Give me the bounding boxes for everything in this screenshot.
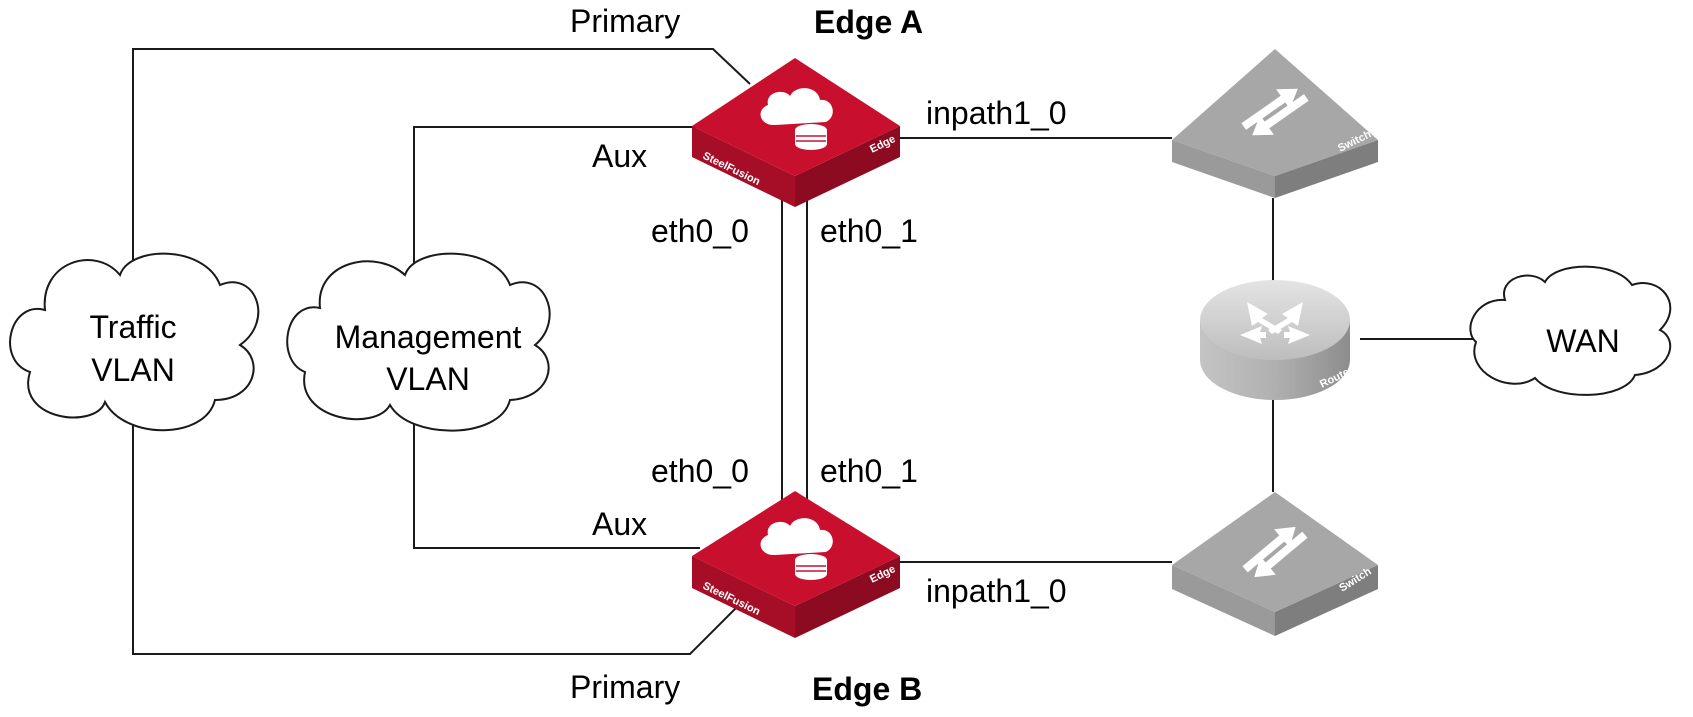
cloud-shape — [1469, 265, 1672, 396]
switch-bottom-left-face — [1172, 565, 1275, 636]
edge-b-eth0-0-label: eth0_0 — [651, 453, 749, 489]
cloud-management-vlan: Management VLAN — [286, 252, 551, 432]
cloud-traffic-vlan: Traffic VLAN — [9, 252, 260, 432]
link-edge-a-primary — [132, 48, 751, 270]
switch-bottom-right-face — [1275, 565, 1378, 636]
switch-top-right-face — [1275, 140, 1378, 198]
connection-lines — [132, 48, 1476, 655]
router-top — [1200, 280, 1350, 360]
switch-top-top-face — [1172, 49, 1378, 176]
switch-arrows-icon — [1241, 88, 1309, 136]
edge-a-aux-label: Aux — [592, 138, 647, 174]
link-labels: Primary Aux inpath1_0 eth0_0 eth0_1 eth0… — [570, 3, 1067, 705]
switch-bottom-top-face — [1172, 492, 1378, 612]
switch-arrows-icon — [1242, 526, 1308, 578]
cloud-traffic-line1: Traffic — [89, 309, 176, 345]
edge-a-inpath-label: inpath1_0 — [926, 95, 1067, 131]
cloud-wan: WAN — [1469, 265, 1672, 396]
cloud-shape — [286, 252, 551, 432]
link-edge-b-primary — [132, 420, 741, 655]
edge-b-inpath-label: inpath1_0 — [926, 573, 1067, 609]
edge-b-eth0-1-label: eth0_1 — [820, 453, 918, 489]
cloud-wan-label: WAN — [1546, 323, 1619, 359]
cloud-management-line2: VLAN — [386, 361, 470, 397]
edge-a-eth0-1-label: eth0_1 — [820, 213, 918, 249]
edge-b-primary-label: Primary — [570, 669, 680, 705]
steelfusion-edge-a[interactable]: SteelFusion Edge — [692, 58, 900, 207]
switch-top-left-face — [1172, 140, 1275, 198]
edge-a-left-face — [692, 126, 795, 207]
switch-bottom[interactable]: Switch — [1172, 492, 1378, 636]
edge-a-eth0-0-label: eth0_0 — [651, 213, 749, 249]
link-edge-a-aux — [413, 126, 700, 270]
edge-a-title: Edge A — [814, 4, 923, 40]
steelfusion-edge-b[interactable]: SteelFusion Edge — [692, 491, 900, 638]
edge-b-title: Edge B — [812, 671, 922, 707]
edge-b-right-face — [795, 556, 900, 638]
link-edge-b-aux — [413, 420, 700, 549]
cloud-management-line1: Management — [335, 319, 522, 355]
edge-b-left-face — [692, 556, 795, 638]
cloud-storage-icon — [760, 518, 833, 580]
edge-a-primary-label: Primary — [570, 3, 680, 39]
cloud-shape — [9, 252, 260, 432]
edge-b-aux-label: Aux — [592, 506, 647, 542]
router[interactable]: Router — [1200, 280, 1356, 400]
edge-a-right-face — [795, 126, 900, 207]
cloud-storage-icon — [760, 88, 833, 150]
switch-top[interactable]: Switch — [1172, 49, 1378, 198]
cloud-traffic-line2: VLAN — [91, 352, 175, 388]
router-arrows-icon — [1240, 302, 1310, 344]
